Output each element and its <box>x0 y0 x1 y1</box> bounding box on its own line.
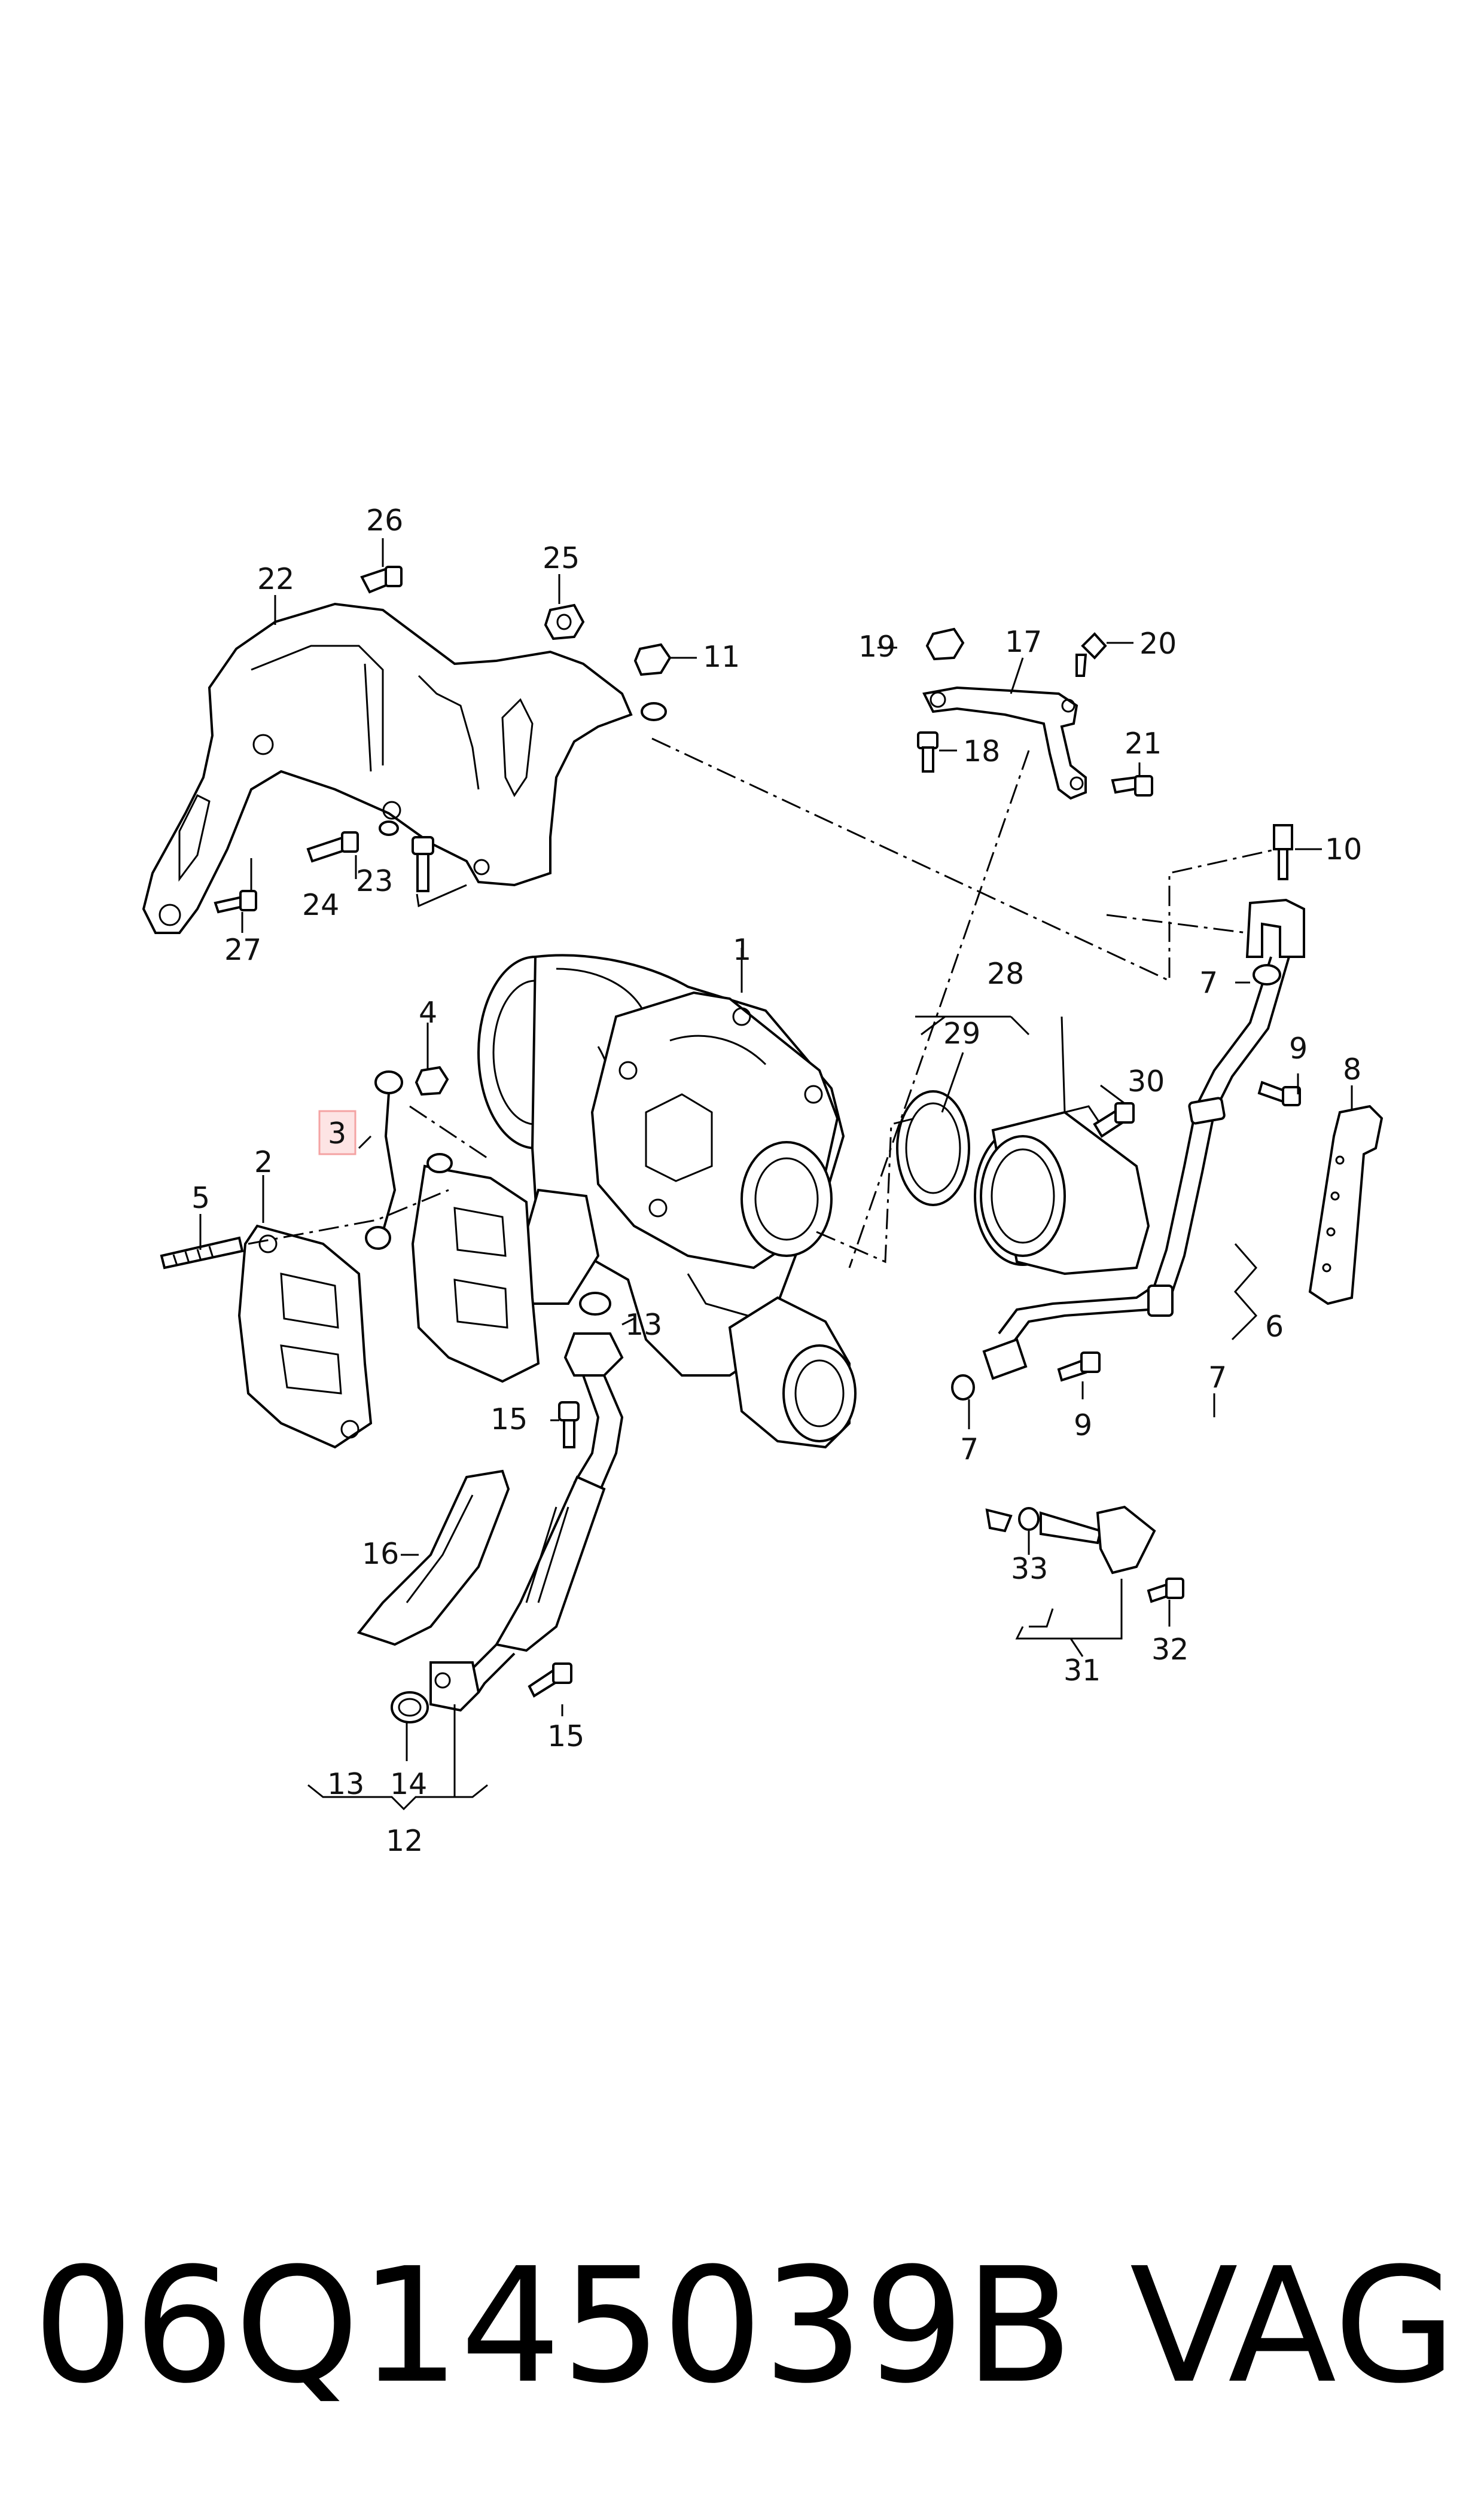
bolt-23 <box>412 836 434 892</box>
oil-line-3 <box>365 1070 403 1250</box>
bolt-10 <box>1273 824 1293 880</box>
bolt-21 <box>1111 775 1153 797</box>
bolt-9-right <box>1257 1081 1301 1106</box>
callout-21: 21 <box>1125 727 1162 761</box>
brand-name: VAG <box>1129 2234 1456 2418</box>
callout-15-top: 15 <box>490 1402 528 1436</box>
callout-9-right: 9 <box>1289 1032 1308 1066</box>
heat-shield-part <box>142 602 633 934</box>
callout-1: 1 <box>733 933 751 967</box>
callout-19: 19 <box>858 630 895 664</box>
bolt-26 <box>360 566 403 594</box>
callout-14: 14 <box>390 1767 427 1801</box>
callout-4: 4 <box>419 996 437 1030</box>
bracket-part <box>922 686 1087 800</box>
sensor-31 <box>985 1505 1156 1575</box>
callout-2: 2 <box>254 1145 273 1179</box>
nut-11 <box>633 643 672 721</box>
bolt-30 <box>1093 1102 1135 1138</box>
callout-22: 22 <box>257 562 294 596</box>
callout-20: 20 <box>1139 627 1177 661</box>
seal-29 <box>896 1090 970 1206</box>
oil-feed-line <box>951 898 1305 1401</box>
callout-18: 18 <box>963 734 1000 768</box>
callout-12: 12 <box>386 1824 423 1858</box>
bolt-20 <box>1075 632 1107 677</box>
callout-5: 5 <box>191 1181 210 1215</box>
callout-9-bottom: 9 <box>1074 1408 1092 1442</box>
callout-26: 26 <box>366 504 403 538</box>
callout-10: 10 <box>1325 832 1362 867</box>
callout-15-bottom: 15 <box>547 1719 584 1753</box>
bolt-15-bottom <box>528 1662 572 1698</box>
callout-17: 17 <box>1005 625 1042 659</box>
callout-7-top: 7 <box>1199 966 1218 1000</box>
highlight-box <box>318 1110 356 1155</box>
bolt-15-top <box>558 1401 580 1448</box>
gasket-part <box>237 1224 373 1449</box>
callout-31: 31 <box>1064 1653 1101 1688</box>
callout-6: 6 <box>1265 1310 1284 1344</box>
callout-28: 28 <box>987 957 1024 991</box>
callout-24: 24 <box>302 888 339 922</box>
nut-4 <box>415 1066 453 1173</box>
stud-5 <box>160 1236 244 1270</box>
callout-7-right: 7 <box>1208 1360 1227 1395</box>
nut-19 <box>925 627 965 661</box>
callout-27: 27 <box>224 933 261 967</box>
footer: 06Q145039B VAG <box>33 2237 1456 2416</box>
callout-13-bottom: 13 <box>327 1767 364 1801</box>
part-number: 06Q145039B <box>33 2234 1074 2418</box>
heat-shield-16 <box>356 1469 510 1646</box>
leader-lines <box>199 538 1353 1811</box>
callout-13-top: 13 <box>625 1308 662 1342</box>
bracket-8 <box>1308 1105 1384 1305</box>
callout-8: 8 <box>1343 1052 1361 1087</box>
intake-connector-28 <box>974 1105 1150 1276</box>
callout-3: 3 <box>328 1116 346 1151</box>
callout-30: 30 <box>1128 1064 1165 1099</box>
bolt-24 <box>306 820 399 863</box>
oil-return-line <box>391 1292 624 1723</box>
callout-11: 11 <box>703 640 740 674</box>
callout-16: 16 <box>362 1537 399 1571</box>
turbocharger-part <box>477 954 857 1449</box>
bolt-27 <box>214 890 257 914</box>
callout-25: 25 <box>543 541 580 575</box>
bolt-18 <box>917 731 938 773</box>
gasket-part-second <box>411 1164 540 1383</box>
callout-23: 23 <box>356 864 393 898</box>
nut-25 <box>544 603 585 640</box>
callout-29: 29 <box>943 1017 980 1051</box>
bolt-9-bottom <box>1057 1351 1101 1382</box>
callout-33: 33 <box>1011 1552 1048 1586</box>
callout-32: 32 <box>1151 1633 1189 1667</box>
callout-7-bottom: 7 <box>960 1432 979 1466</box>
reference-lines <box>248 737 1278 1268</box>
bolt-32 <box>1147 1578 1184 1603</box>
